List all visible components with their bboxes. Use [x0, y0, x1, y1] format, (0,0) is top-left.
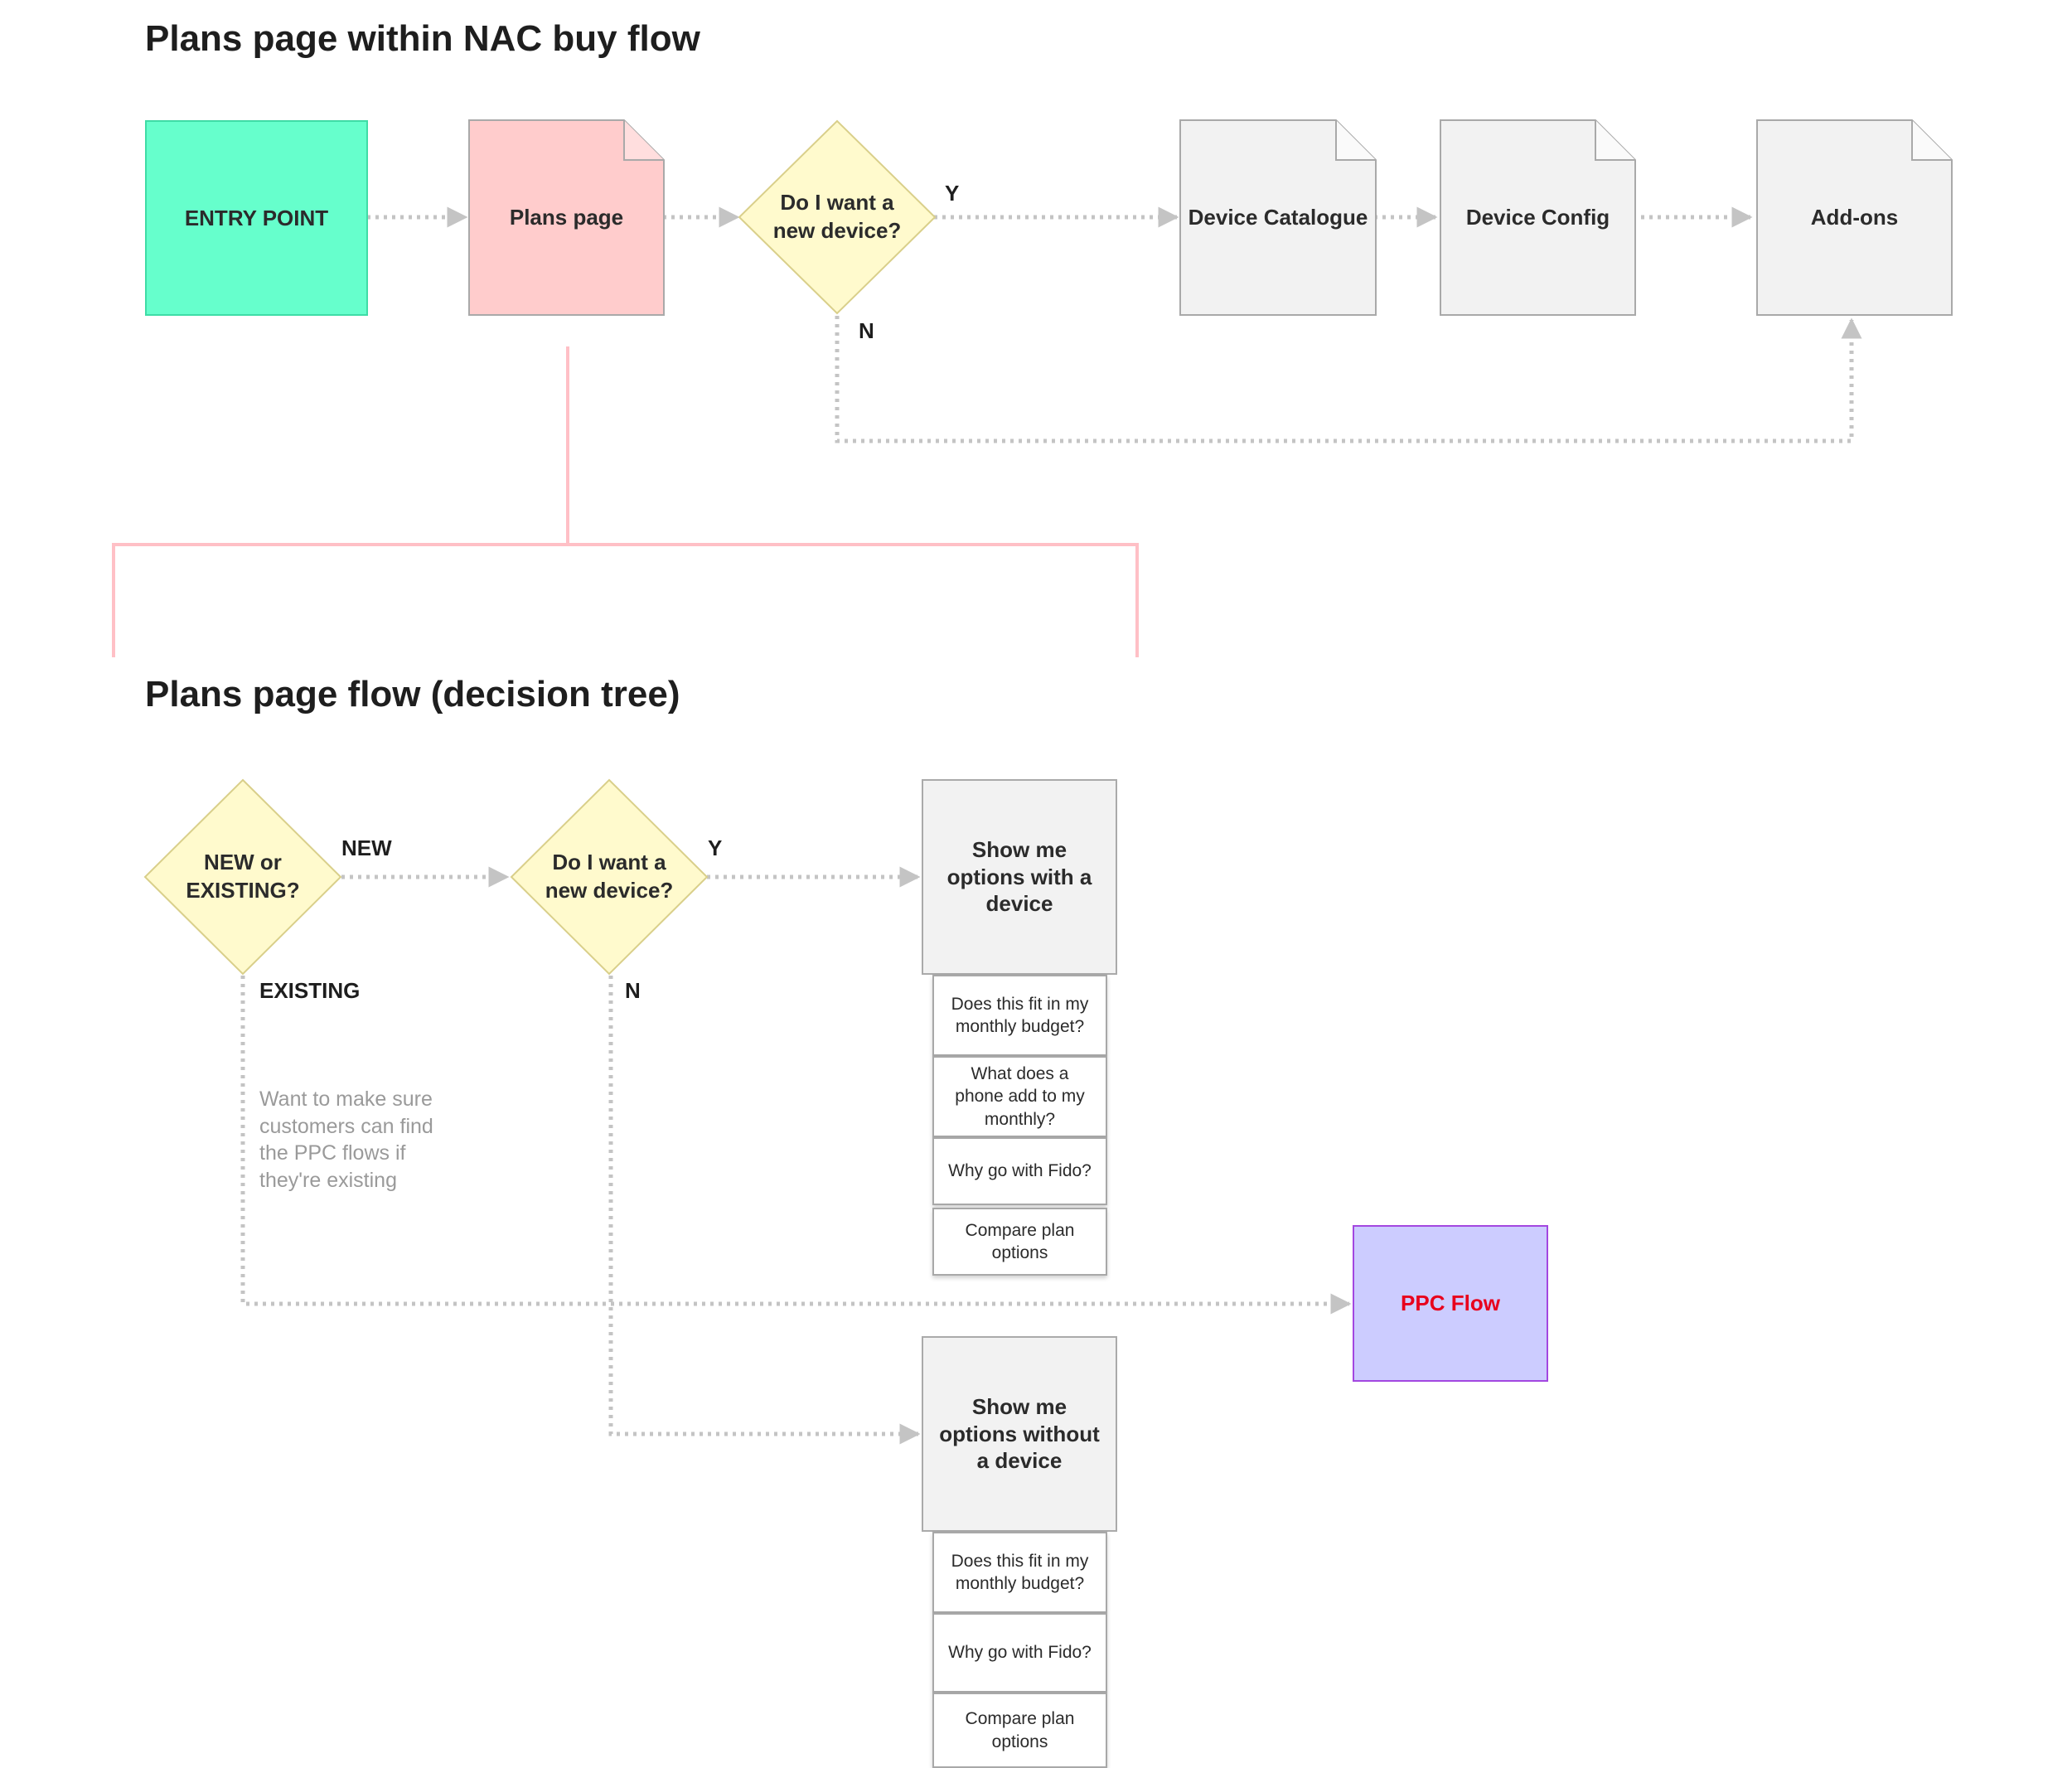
entry-point-node[interactable]: ENTRY POINT — [145, 120, 368, 316]
without-device-item-why-fido[interactable]: Why go with Fido? — [932, 1613, 1107, 1693]
add-ons-node[interactable]: Add-ons — [1757, 120, 1952, 316]
new-or-existing-diamond — [143, 778, 342, 976]
want-device-diamond — [510, 778, 709, 976]
entry-point-label: ENTRY POINT — [184, 205, 329, 230]
plans-page-fold — [623, 120, 664, 161]
connector-no-to-without-device — [608, 976, 921, 1445]
top-decision-node[interactable]: Do I want a new device? — [767, 166, 908, 269]
with-device-item-phone-cost-label: What does a phone add to my monthly? — [955, 1064, 1085, 1129]
decision-tree-title: Plans page flow (decision tree) — [145, 674, 680, 714]
with-device-item-compare-label: Compare plan options — [965, 1220, 1075, 1262]
want-device-label: Do I want a new device? — [545, 850, 674, 903]
with-device-item-why-fido[interactable]: Why go with Fido? — [932, 1137, 1107, 1205]
top-decision-diamond — [738, 119, 937, 315]
device-catalogue-node[interactable]: Device Catalogue — [1180, 120, 1376, 316]
top-decision-label: Do I want a new device? — [772, 190, 902, 243]
plans-page-shape — [468, 119, 665, 316]
device-config-shape — [1440, 119, 1636, 316]
add-ons-fold — [1911, 120, 1952, 161]
device-yes-label: Y — [708, 836, 723, 860]
without-device-item-compare-label: Compare plan options — [965, 1709, 1075, 1751]
device-config-node[interactable]: Device Config — [1440, 120, 1635, 316]
connector-existing-to-ppc — [240, 976, 1352, 1315]
without-device-item-budget-label: Does this fit in my monthly budget? — [951, 1551, 1089, 1593]
add-ons-label: Add-ons — [1810, 205, 1899, 230]
existing-branch-label: EXISTING — [259, 978, 361, 1003]
without-device-node[interactable]: Show me options without a device — [922, 1336, 1117, 1532]
device-no-label: N — [625, 978, 641, 1003]
with-device-item-why-fido-label: Why go with Fido? — [948, 1161, 1092, 1181]
new-or-existing-label: NEW or EXISTING? — [186, 850, 300, 903]
plans-page-bracket — [112, 346, 1139, 657]
device-config-fold — [1595, 120, 1635, 161]
new-or-existing-node[interactable]: NEW or EXISTING? — [177, 840, 309, 914]
plans-page-node[interactable]: Plans page — [469, 120, 664, 316]
without-device-item-why-fido-label: Why go with Fido? — [948, 1643, 1092, 1663]
add-ons-shape — [1756, 119, 1953, 316]
device-catalogue-shape — [1179, 119, 1377, 316]
top-section-title: Plans page within NAC buy flow — [145, 18, 700, 59]
without-device-item-budget[interactable]: Does this fit in my monthly budget? — [932, 1532, 1107, 1613]
top-no-label: N — [859, 318, 874, 343]
new-branch-label: NEW — [341, 836, 392, 860]
device-catalogue-label: Device Catalogue — [1188, 205, 1368, 230]
want-device-node[interactable]: Do I want a new device? — [543, 840, 675, 914]
ppc-flow-label: PPC Flow — [1401, 1291, 1500, 1316]
existing-note: Want to make sure customers can find the… — [259, 1087, 433, 1192]
device-catalogue-fold — [1335, 120, 1376, 161]
with-device-node[interactable]: Show me options with a device — [922, 779, 1117, 975]
connector-no-to-addons — [835, 316, 1862, 443]
without-device-item-compare[interactable]: Compare plan options — [932, 1693, 1107, 1768]
with-device-item-budget[interactable]: Does this fit in my monthly budget? — [932, 975, 1107, 1056]
with-device-item-compare[interactable]: Compare plan options — [932, 1208, 1107, 1276]
without-device-title: Show me options without a device — [939, 1394, 1100, 1474]
top-yes-label: Y — [945, 181, 960, 206]
ppc-flow-node[interactable]: PPC Flow — [1353, 1225, 1548, 1382]
with-device-item-phone-cost[interactable]: What does a phone add to my monthly? — [932, 1056, 1107, 1137]
device-config-label: Device Config — [1465, 205, 1610, 230]
plans-page-label: Plans page — [509, 205, 624, 230]
with-device-item-budget-label: Does this fit in my monthly budget? — [951, 994, 1089, 1036]
with-device-title: Show me options with a device — [946, 837, 1092, 917]
